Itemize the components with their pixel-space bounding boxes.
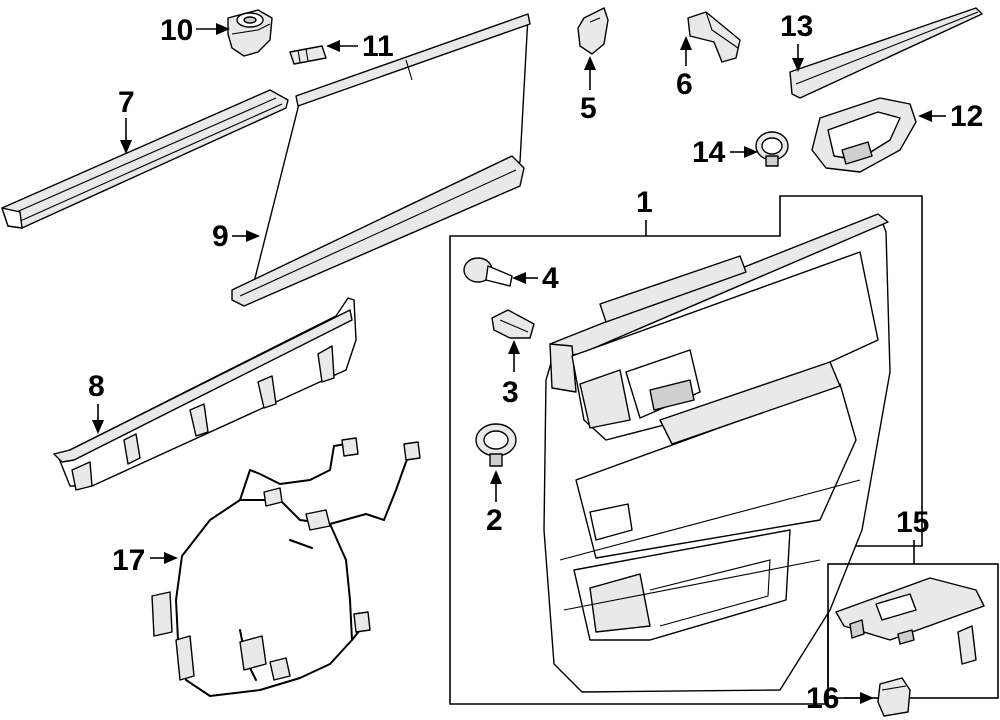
svg-text:10: 10 [160, 14, 193, 47]
svg-text:6: 6 [676, 68, 693, 101]
svg-text:7: 7 [118, 86, 135, 119]
callout-16: 16 [806, 682, 874, 715]
callout-13: 13 [780, 10, 813, 72]
svg-text:13: 13 [780, 10, 813, 43]
callout-4: 4 [512, 262, 559, 295]
part-5-cover [577, 7, 609, 55]
part-6-bracket [687, 11, 741, 63]
part-14-push-clip [755, 131, 789, 167]
part-8-armrest-rail [53, 297, 357, 491]
svg-text:11: 11 [362, 30, 394, 63]
callout-11: 11 [326, 30, 394, 63]
callout-17: 17 [112, 544, 178, 577]
callout-10: 10 [160, 14, 230, 47]
svg-text:14: 14 [692, 136, 726, 169]
part-10-housing [227, 9, 273, 57]
callout-14: 14 [692, 136, 758, 169]
svg-text:17: 17 [112, 544, 145, 577]
callout-1: 1 [636, 186, 653, 236]
svg-text:9: 9 [212, 220, 229, 253]
svg-text:15: 15 [896, 506, 929, 539]
callout-3: 3 [502, 340, 520, 409]
part-3-retainer [491, 309, 535, 339]
part-12-handle-bezel [811, 97, 917, 173]
part-15-window-switch [835, 577, 985, 665]
svg-text:4: 4 [542, 262, 559, 295]
svg-text:8: 8 [88, 370, 105, 403]
callout-6: 6 [676, 36, 693, 101]
callout-12: 12 [918, 100, 983, 133]
part-13-trim-strip [789, 7, 983, 99]
callout-9: 9 [212, 220, 260, 253]
callout-5: 5 [580, 56, 597, 125]
callout-7: 7 [118, 86, 135, 154]
part-1-door-panel [543, 213, 891, 693]
svg-text:1: 1 [636, 186, 653, 219]
part-2-push-pin [475, 423, 517, 467]
part-16-switch [877, 677, 911, 717]
svg-text:12: 12 [950, 100, 983, 133]
part-4-clip [463, 257, 513, 287]
svg-text:5: 5 [580, 92, 597, 125]
part-15-switch-box [827, 563, 999, 699]
part-1-door-panel-group [449, 195, 923, 705]
svg-text:3: 3 [502, 376, 519, 409]
callout-15: 15 [896, 506, 929, 564]
part-9-sunshade [231, 13, 531, 307]
callout-8: 8 [88, 370, 105, 434]
part-17-wire-harness [151, 437, 421, 697]
part-7-beltline-molding [1, 89, 289, 229]
svg-text:2: 2 [486, 504, 503, 537]
svg-text:16: 16 [806, 682, 839, 715]
part-11-clip [289, 45, 327, 65]
callout-2: 2 [486, 470, 503, 537]
